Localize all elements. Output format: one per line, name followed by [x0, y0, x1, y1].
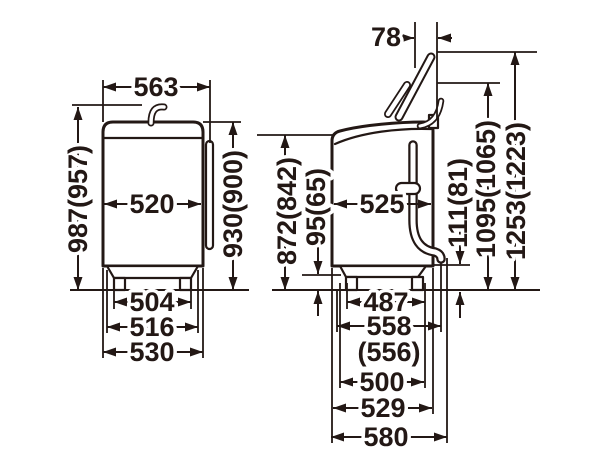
- side-dim-depth-incl-hose: 558: [366, 311, 411, 341]
- drain-hose: [410, 142, 444, 262]
- open-lid-outer: [396, 54, 434, 120]
- front-dim-top-width: 563: [133, 72, 178, 102]
- side-dim-body-depth: 529: [360, 393, 405, 423]
- front-foot-right: [178, 276, 193, 292]
- side-dim-lid-overhang: 78: [371, 22, 401, 52]
- side-dim-lid-open-height: 1253(1223): [501, 122, 531, 260]
- front-view-dimensions: [72, 80, 241, 358]
- front-base: [105, 264, 200, 280]
- open-lid-inner: [385, 82, 410, 117]
- front-dim-body-height: 930(900): [218, 150, 248, 258]
- side-dim-overall-depth: 580: [363, 422, 408, 452]
- front-view-machine: [70, 103, 249, 292]
- side-dim-base-depth: 500: [359, 367, 404, 397]
- side-dim-depth-incl-hose-alt: (556): [357, 337, 420, 367]
- side-view-dimensions: [257, 22, 537, 443]
- front-side-hose: [204, 139, 215, 251]
- side-view-machine: [272, 52, 540, 292]
- side-dim-inner-depth: 525: [359, 189, 404, 219]
- side-foot-right: [410, 275, 425, 292]
- side-dim-outlet-clearance: 111(81): [443, 158, 473, 248]
- top-hook: [149, 105, 166, 125]
- front-dim-body-width: 530: [129, 337, 174, 367]
- front-foot-left: [112, 276, 127, 292]
- dimension-labels: 563 987(957) 930(900) 520 504 516 530 78…: [60, 19, 535, 456]
- front-dim-inner-width: 520: [129, 189, 174, 219]
- front-dim-feet-span: 504: [129, 287, 174, 317]
- side-handle: [394, 181, 422, 196]
- side-dim-lid-open-mid-height: 1095(1065): [471, 120, 501, 258]
- side-base: [338, 264, 428, 279]
- side-dim-rear-height: 872(842): [272, 157, 302, 265]
- front-dim-base-width: 516: [129, 312, 174, 342]
- side-dim-feet-span: 487: [363, 287, 408, 317]
- front-dim-overall-height: 987(957): [63, 145, 93, 253]
- rear-bracket: [418, 99, 443, 128]
- side-dim-base-clearance: 95(65): [301, 168, 331, 246]
